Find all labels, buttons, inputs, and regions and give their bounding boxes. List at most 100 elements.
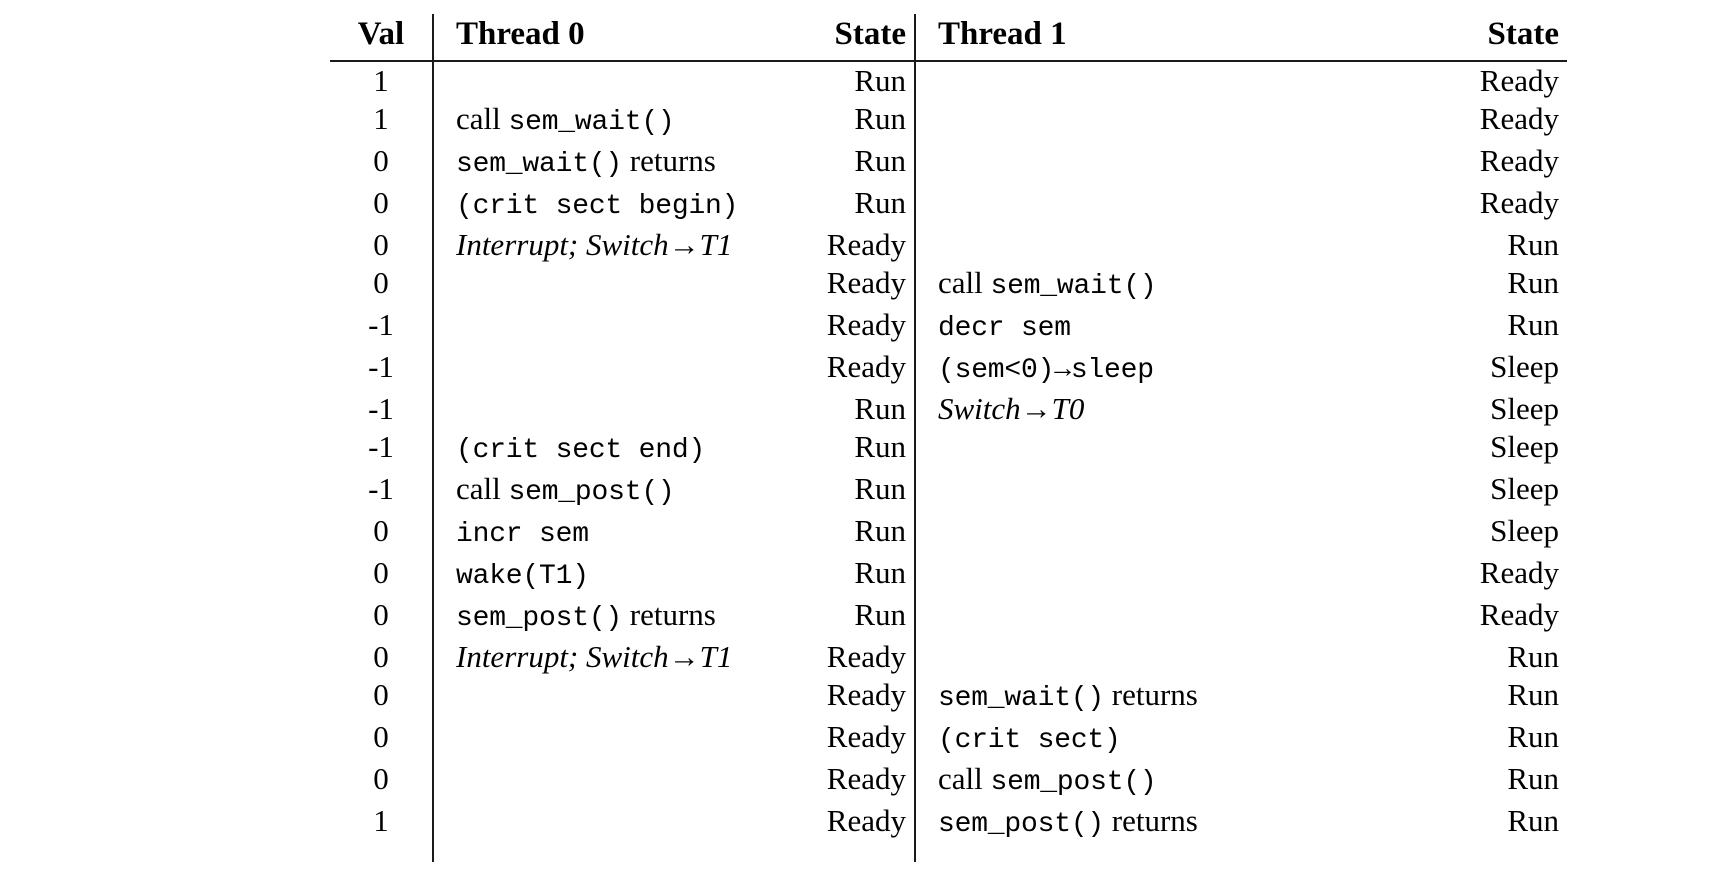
cell-thread0-state: Ready — [826, 719, 906, 754]
cell-thread0-action: Interrupt; Switch→T1 — [432, 226, 803, 264]
cell-thread1-state: Run — [1507, 227, 1559, 262]
cell-thread0-action — [432, 718, 803, 760]
column-header-state0: State — [834, 16, 906, 52]
cell-thread1-state: Ready — [1479, 555, 1559, 590]
cell-thread0-action: sem_post() returns — [432, 596, 803, 638]
cell-thread1-action: sem_post() returns — [914, 802, 1340, 844]
cell-sem-value: 0 — [373, 265, 389, 300]
cell-thread1-state: Sleep — [1490, 471, 1559, 506]
cell-thread0-state: Run — [854, 429, 906, 464]
cell-sem-value: 0 — [373, 513, 389, 548]
cell-thread0-state: Ready — [826, 349, 906, 384]
cell-thread0-action: call sem_post() — [432, 470, 803, 512]
table-row: 0 (crit sect begin) Run Ready — [330, 184, 1567, 226]
cell-thread0-state: Run — [854, 63, 906, 98]
cell-thread1-action: call sem_post() — [914, 760, 1340, 802]
cell-thread0-action — [432, 61, 803, 100]
cell-thread0-state: Run — [854, 143, 906, 178]
cell-thread1-action: Switch→T0 — [914, 390, 1340, 428]
column-header-val: Val — [357, 16, 405, 52]
column-header-state1: State — [1487, 16, 1559, 52]
cell-thread0-state: Run — [854, 597, 906, 632]
cell-thread0-action: wake(T1) — [432, 554, 803, 596]
cell-thread1-action: (crit sect) — [914, 718, 1340, 760]
cell-thread0-action — [432, 390, 803, 428]
cell-thread1-action — [914, 61, 1340, 100]
cell-thread0-state: Ready — [826, 639, 906, 674]
cell-thread1-state: Run — [1507, 719, 1559, 754]
cell-thread1-action — [914, 554, 1340, 596]
cell-thread1-state: Ready — [1479, 597, 1559, 632]
cell-thread0-action: incr sem — [432, 512, 803, 554]
cell-thread1-action: (sem<0)→sleep — [914, 348, 1340, 390]
table-row: -1 (crit sect end) Run Sleep — [330, 428, 1567, 470]
cell-sem-value: 1 — [373, 803, 389, 838]
cell-thread0-action: (crit sect begin) — [432, 184, 803, 226]
cell-thread0-action — [432, 306, 803, 348]
cell-thread0-state: Run — [854, 513, 906, 548]
cell-thread0-state: Ready — [826, 803, 906, 838]
cell-thread1-state: Run — [1507, 761, 1559, 796]
cell-thread0-state: Ready — [826, 265, 906, 300]
cell-thread0-state: Ready — [826, 677, 906, 712]
cell-sem-value: -1 — [368, 349, 394, 384]
cell-thread1-state: Sleep — [1490, 391, 1559, 426]
cell-sem-value: 0 — [373, 185, 389, 220]
cell-sem-value: -1 — [368, 391, 394, 426]
table-row: -1 Ready (sem<0)→sleep Sleep — [330, 348, 1567, 390]
cell-thread1-state: Run — [1507, 639, 1559, 674]
cell-thread1-state: Ready — [1479, 101, 1559, 136]
cell-thread1-action: call sem_wait() — [914, 264, 1340, 306]
cell-thread0-state: Run — [854, 555, 906, 590]
column-header-thread0: Thread 0 — [432, 14, 803, 61]
cell-thread0-action: sem_wait() returns — [432, 142, 803, 184]
cell-thread0-state: Ready — [826, 761, 906, 796]
table-rule-tail — [330, 844, 1567, 862]
cell-thread1-state: Sleep — [1490, 349, 1559, 384]
cell-thread1-state: Run — [1507, 803, 1559, 838]
cell-thread1-state: Ready — [1479, 185, 1559, 220]
cell-thread1-state: Run — [1507, 265, 1559, 300]
cell-sem-value: -1 — [368, 471, 394, 506]
cell-thread1-action — [914, 470, 1340, 512]
cell-thread0-state: Run — [854, 101, 906, 136]
header-row: Val Thread 0 State Thread 1 State — [330, 14, 1567, 61]
cell-thread0-state: Run — [854, 185, 906, 220]
cell-thread0-action: (crit sect end) — [432, 428, 803, 470]
table-row: 0 sem_post() returns Run Ready — [330, 596, 1567, 638]
cell-thread0-action: Interrupt; Switch→T1 — [432, 638, 803, 676]
cell-thread1-action — [914, 142, 1340, 184]
cell-sem-value: 0 — [373, 597, 389, 632]
cell-thread1-action — [914, 428, 1340, 470]
table-row: 0 Ready (crit sect) Run — [330, 718, 1567, 760]
cell-sem-value: 1 — [373, 101, 389, 136]
cell-thread0-action — [432, 264, 803, 306]
cell-sem-value: 0 — [373, 555, 389, 590]
cell-thread1-action — [914, 596, 1340, 638]
cell-sem-value: 0 — [373, 227, 389, 262]
cell-thread1-state: Sleep — [1490, 513, 1559, 548]
cell-sem-value: -1 — [368, 429, 394, 464]
cell-thread0-action — [432, 676, 803, 718]
cell-sem-value: 0 — [373, 719, 389, 754]
table-row: 0 incr sem Run Sleep — [330, 512, 1567, 554]
cell-thread1-state: Sleep — [1490, 429, 1559, 464]
cell-thread0-action — [432, 802, 803, 844]
cell-thread1-action — [914, 184, 1340, 226]
cell-thread1-state: Ready — [1479, 143, 1559, 178]
cell-sem-value: 0 — [373, 143, 389, 178]
cell-thread1-action: sem_wait() returns — [914, 676, 1340, 718]
table-header: Val Thread 0 State Thread 1 State — [330, 14, 1567, 61]
cell-thread0-state: Run — [854, 391, 906, 426]
cell-sem-value: 0 — [373, 761, 389, 796]
